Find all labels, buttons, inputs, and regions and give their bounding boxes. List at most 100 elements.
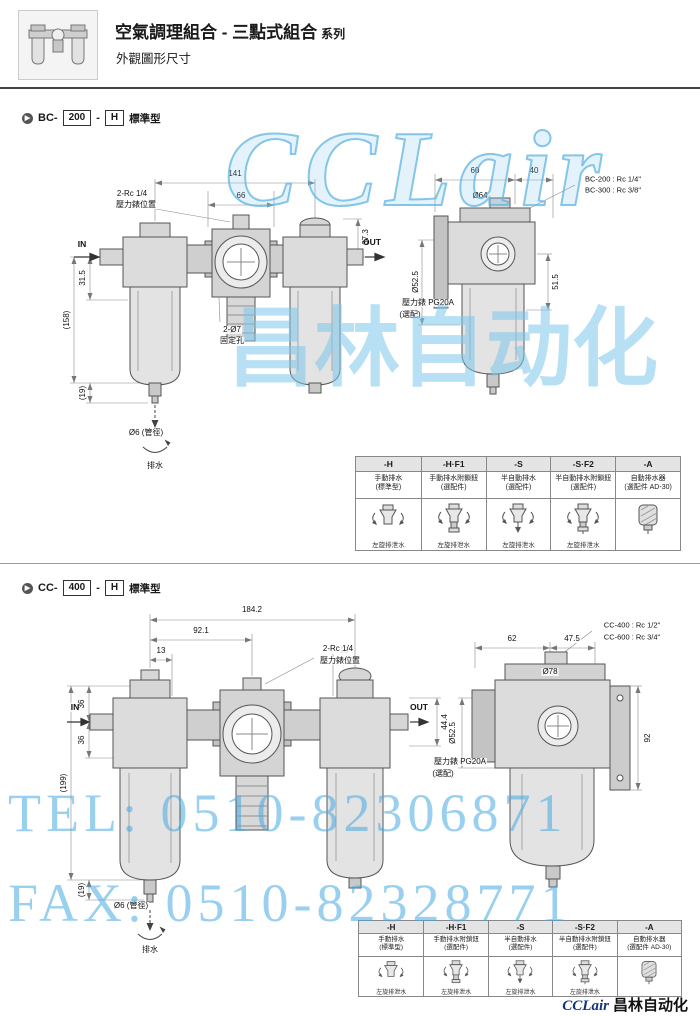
option-column: -S 半自動排水(選配件) 左旋排泄水 — [485, 457, 551, 550]
section-divider — [0, 563, 700, 564]
section-bullet-icon: ▶ — [22, 582, 33, 594]
bc-model-code: 200 — [62, 110, 92, 126]
option-header: -H — [356, 457, 421, 472]
auto-drain-icon — [618, 957, 681, 987]
dia-label: Ø78 — [541, 667, 559, 676]
option-header: -H·F1 — [424, 921, 488, 934]
option-desc: 半自動排水(選配件) — [488, 934, 553, 957]
option-desc: 自動排水器(選配件 AD-30) — [617, 934, 681, 957]
cc-front-view: 184.2 92.1 13 13 2-Rc 1/4 壓力錶位置 IN OUT 4… — [55, 598, 455, 963]
option-column: -A 自動排水器(選配件 AD-30) — [615, 457, 680, 550]
drain-dia-label: Ø6 (管徑) — [112, 901, 150, 910]
dim-label: (19) — [78, 385, 87, 401]
option-caption: 左旋排泄水 — [502, 542, 535, 549]
option-column: -H·F1 手動排水附鎖鈕(選配件) 左旋排泄水 — [423, 921, 488, 996]
port-size-note: BC-300 : Rc 3/8" — [583, 185, 643, 195]
page-subtitle: 外觀圖形尺寸 — [116, 52, 192, 66]
option-column: -S·F2 半自動排水附鎖鈕(選配件) 左旋排泄水 — [550, 457, 616, 550]
section-cc-header: ▶ CC- 400 - H 標準型 — [22, 580, 161, 596]
semi-auto-drain-lock-icon — [553, 957, 616, 987]
option-column: -H·F1 手動排水附鎖鈕(選配件) 左旋排泄水 — [420, 457, 486, 550]
page-title-suffix: 系列 — [321, 27, 346, 41]
dim-label: 36 — [77, 735, 86, 745]
option-desc: 自動排水器(選配件 AD-30) — [616, 472, 680, 499]
option-desc: 手動排水附鎖鈕(選配件) — [424, 934, 488, 957]
option-header: -A — [616, 457, 680, 472]
dim-label: 62 — [506, 634, 518, 643]
bc-side-drawing — [418, 174, 576, 395]
dim-label: (158) — [62, 310, 71, 330]
footer-brand-en: CCLair — [562, 998, 609, 1014]
out-label: OUT — [409, 701, 429, 712]
option-header: -H·F1 — [421, 457, 486, 472]
cc-side-view: 62 47.5 Ø78 CC-400 : Rc 1/2" CC-600 : Rc… — [410, 598, 700, 928]
option-header: -S — [488, 921, 553, 934]
port-note: 2-Rc 1/4 — [115, 189, 149, 198]
drain-dia-label: Ø6 (管徑) — [127, 428, 165, 437]
bc-front-drawing — [70, 179, 386, 453]
section-bullet-icon: ▶ — [22, 112, 33, 124]
out-label: OUT — [362, 236, 382, 247]
option-caption: 左旋排泄水 — [505, 990, 536, 996]
option-desc: 手動排水(標準型) — [356, 472, 421, 499]
option-desc: 半自動排水附鎖鈕(選配件) — [551, 472, 616, 499]
product-thumbnail-drawing — [28, 24, 88, 65]
dim-label: 13 — [155, 646, 167, 655]
dim-label: 36 — [77, 699, 86, 709]
dim-label: 51.5 — [551, 274, 560, 290]
dim-label: 31.5 — [78, 270, 87, 286]
section-bc-header: ▶ BC- 200 - H 標準型 — [22, 110, 161, 126]
cc-model-sep: - — [96, 582, 100, 594]
hole-note: 2-Ø7 — [222, 325, 242, 334]
bc-model-sep: - — [96, 112, 100, 124]
manual-drain-lock-icon — [422, 499, 486, 539]
cc-model-code: 400 — [62, 580, 92, 596]
drain-label: 排水 — [146, 461, 164, 470]
option-caption: 左旋排泄水 — [372, 542, 405, 549]
option-column: -S 半自動排水(選配件) 左旋排泄水 — [487, 921, 553, 996]
cc-type-label: 標準型 — [129, 582, 161, 595]
semi-auto-drain-icon — [489, 957, 552, 987]
manual-drain-icon — [359, 957, 423, 987]
semi-auto-drain-lock-icon — [551, 499, 615, 539]
bc-model-prefix: BC- — [38, 112, 58, 124]
option-caption: 左旋排泄水 — [376, 990, 407, 996]
option-caption: 左旋排泄水 — [437, 542, 470, 549]
page-title: 空氣調理組合 - 三點式組合系列 — [115, 18, 345, 43]
cc-options-table: -H 手動排水(標準型) 左旋排泄水 -H·F1 手動排水附鎖鈕(選配件) 左旋… — [358, 920, 682, 997]
dia-label: Ø52.5 — [411, 271, 420, 293]
option-caption: 左旋排泄水 — [567, 542, 600, 549]
cc-model-prefix: CC- — [38, 582, 58, 594]
dim-label: 66 — [235, 191, 247, 200]
dim-label: (199) — [59, 773, 68, 793]
option-desc: 手動排水(標準型) — [359, 934, 424, 957]
page-title-text: 空氣調理組合 - 三點式組合 — [115, 23, 318, 42]
dim-label: 40 — [528, 166, 540, 175]
in-label: IN — [69, 701, 81, 712]
option-caption — [616, 539, 680, 550]
port-size-note: BC-200 : Rc 1/4" — [583, 174, 643, 184]
gauge-note: 壓力錶 PG20A — [400, 298, 456, 307]
option-header: -S — [486, 457, 551, 472]
dim-label: 60 — [469, 166, 481, 175]
product-thumbnail — [18, 10, 98, 80]
hole-note: 固定孔 — [219, 336, 245, 345]
dim-label: (19) — [77, 882, 86, 898]
cc-front-drawing — [67, 614, 441, 940]
option-desc: 半自動排水附鎖鈕(選配件) — [553, 934, 617, 957]
bc-type-label: 標準型 — [129, 112, 161, 125]
dim-label: 92 — [643, 733, 652, 743]
option-caption: 左旋排泄水 — [441, 990, 472, 996]
dia-label: Ø64 — [471, 191, 489, 200]
dim-label: 47.5 — [563, 634, 581, 643]
header-divider — [0, 87, 700, 89]
port-size-note: CC-600 : Rc 3/4" — [602, 632, 662, 642]
option-header: -H — [359, 921, 424, 934]
option-header: -A — [617, 921, 681, 934]
dia-label: Ø52.5 — [448, 722, 457, 744]
dim-label: 184.2 — [240, 605, 264, 614]
manual-drain-icon — [356, 499, 421, 539]
option-desc: 手動排水附鎖鈕(選配件) — [421, 472, 486, 499]
